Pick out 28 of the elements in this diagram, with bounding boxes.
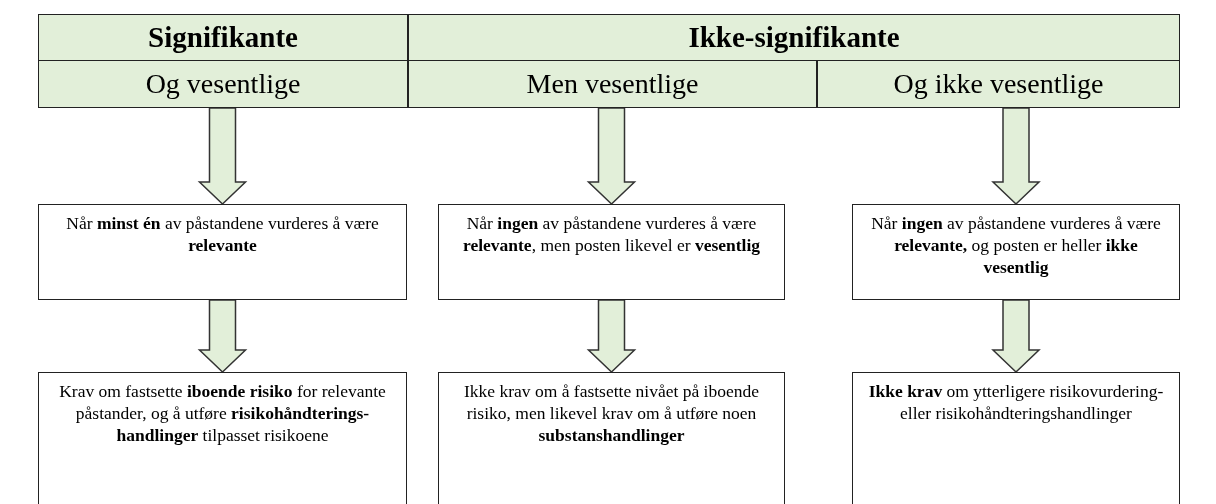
header-cell: [408, 60, 817, 108]
header-cell: [38, 14, 408, 61]
text-box: [852, 204, 1180, 300]
block-arrow: [586, 299, 637, 374]
column-subheading: Men vesentlige: [526, 68, 699, 100]
column-subheading: Og vesentlige: [145, 68, 301, 100]
box-text: Når ingen av påstandene vurderes å være relevante, og posten er heller ikke vesentlig: [870, 213, 1162, 279]
block-arrow: [197, 107, 248, 206]
block-arrow: [991, 107, 1041, 206]
header-cell: [817, 60, 1180, 108]
box-text: Ikke krav om å fastsette nivået på iboende risiko, men likevel krav om å utføre noen substanshandlinger: [463, 381, 760, 447]
text-box: [38, 372, 407, 504]
header-cell: [38, 60, 408, 108]
box-text: Ikke krav om ytterligere risikovurdering- eller risikohåndteringshandlinger: [867, 381, 1165, 425]
box-text: Krav om fastsette iboende risiko for relevante påstander, og å utføre risikohåndterings-handlinger tilpasset risikoene: [58, 381, 387, 447]
block-arrow: [197, 299, 248, 374]
column-subheading: Og ikke vesentlige: [893, 68, 1104, 100]
box-text: Når ingen av påstandene vurderes å være relevante, men posten likevel er vesentlig: [461, 213, 762, 257]
text-box: [438, 372, 785, 504]
column-heading: Signifikante: [148, 21, 298, 54]
column-heading: Ikke-signifikante: [688, 21, 900, 54]
box-text: Når minst én av påstandene vurderes å være relevante: [65, 213, 380, 257]
block-arrow: [586, 107, 637, 206]
text-box: [852, 372, 1180, 504]
block-arrow: [991, 299, 1041, 374]
text-box: [38, 204, 407, 300]
header-cell: [408, 14, 1180, 61]
text-box: [438, 204, 785, 300]
